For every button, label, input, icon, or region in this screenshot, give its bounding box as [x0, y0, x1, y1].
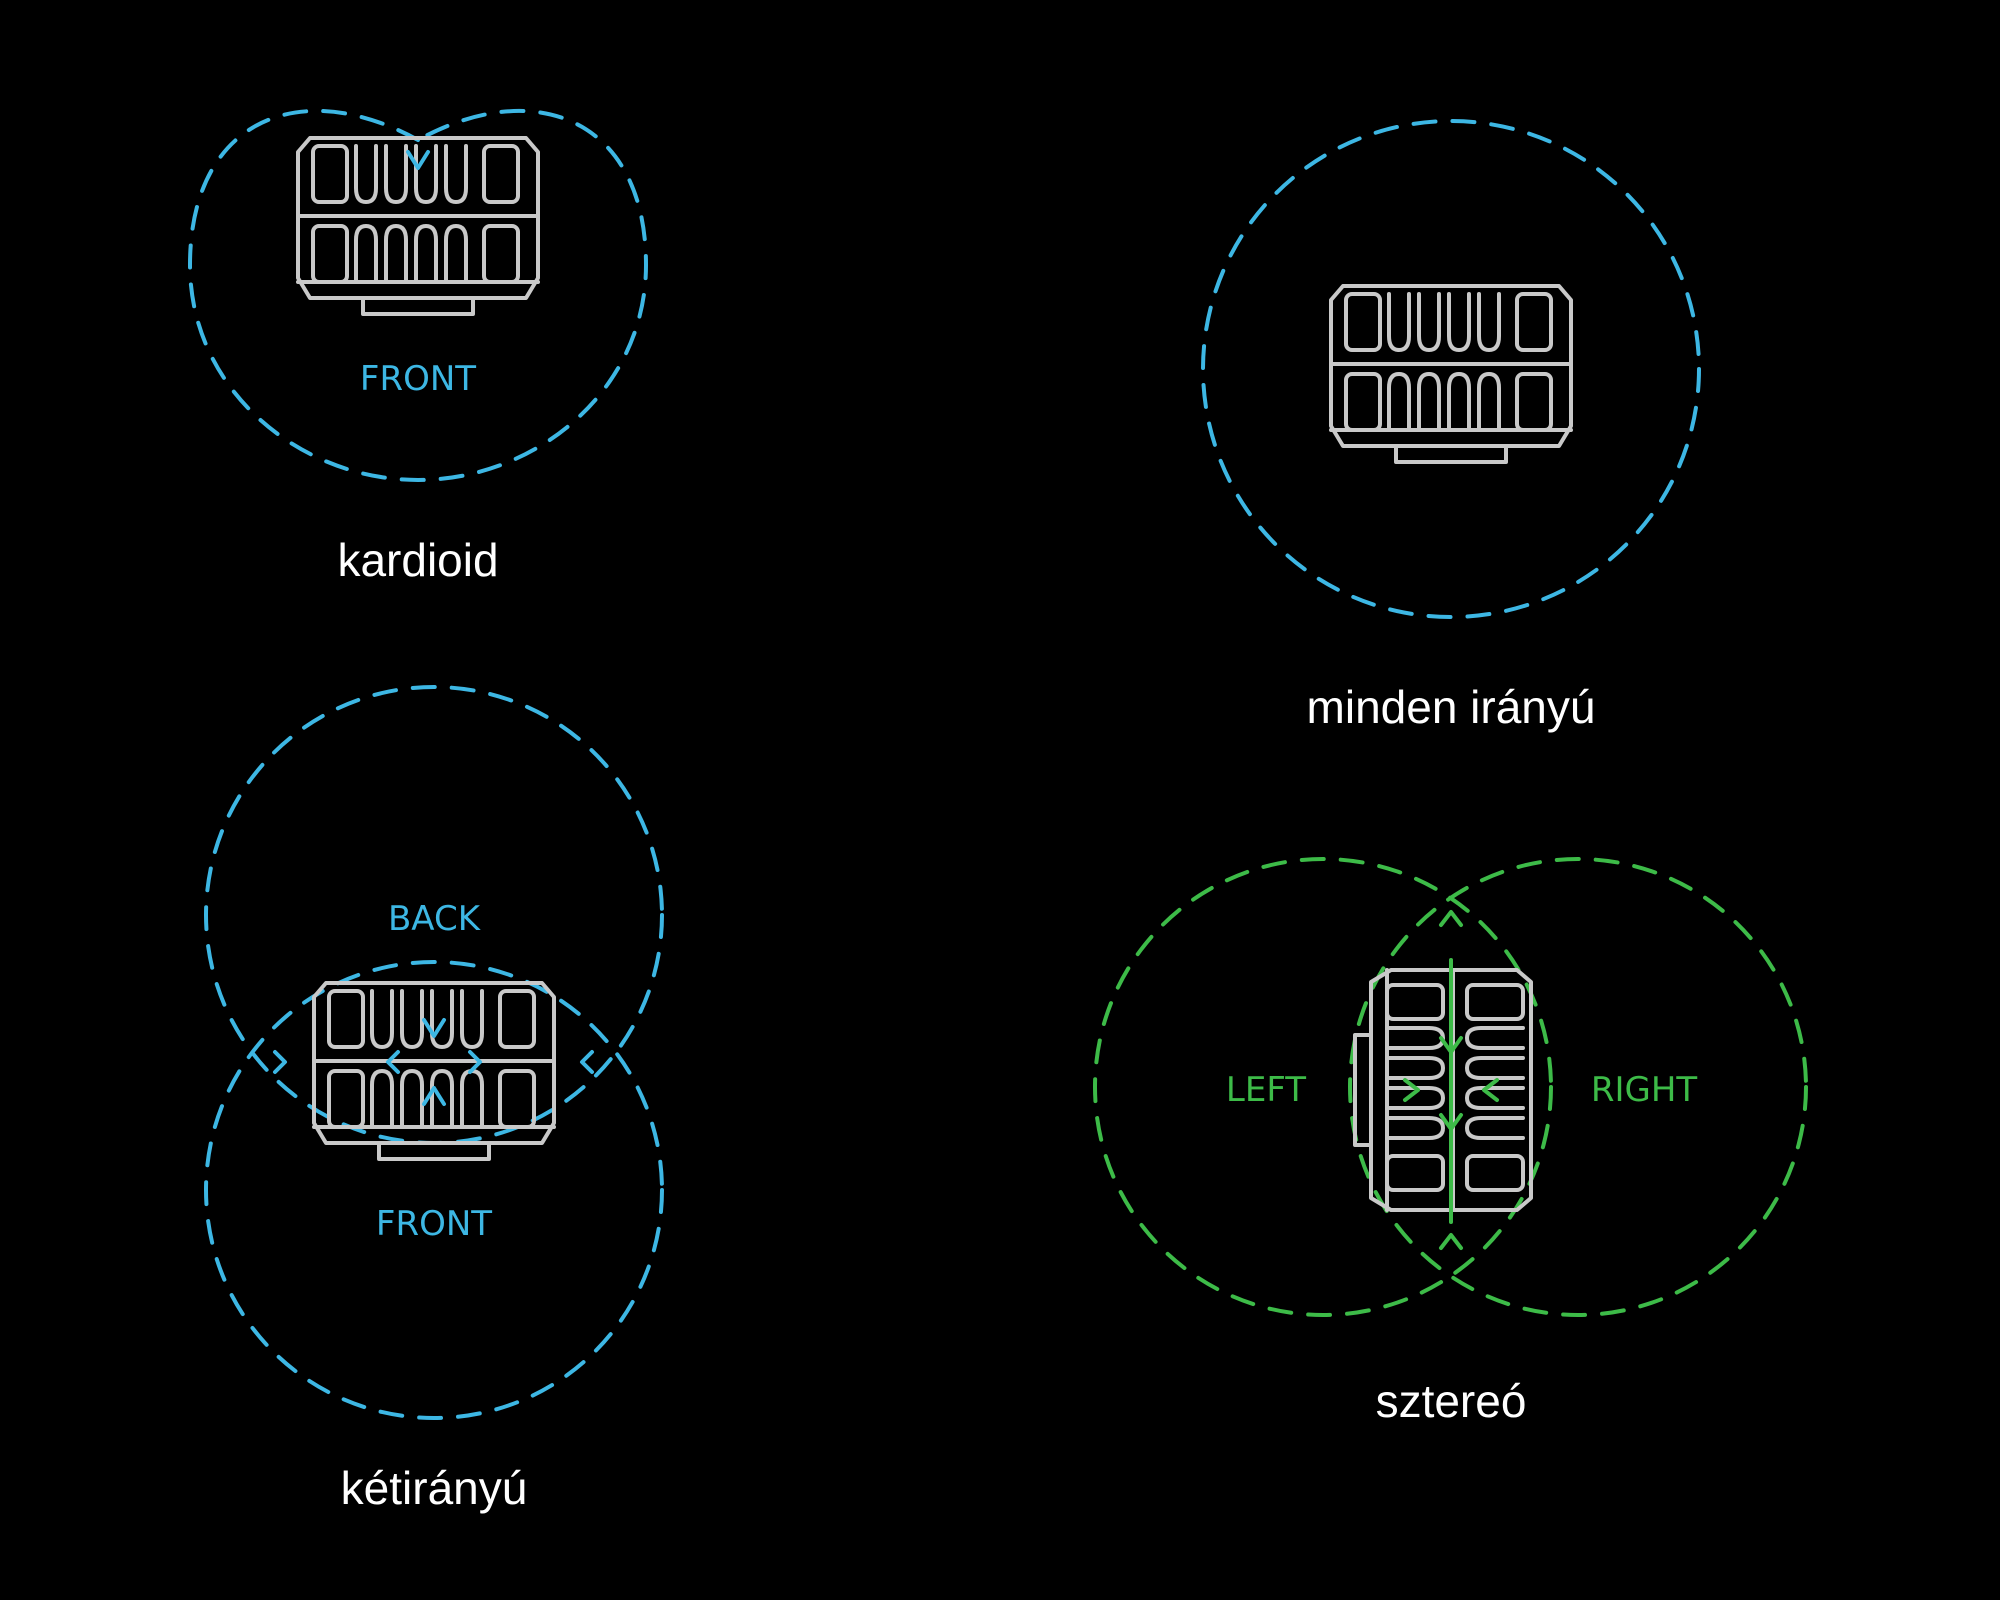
microphone-icon [312, 981, 556, 1161]
label-back: BACK [388, 899, 482, 939]
caption-cardioid: kardioid [337, 534, 498, 586]
arrow-icon [1439, 910, 1463, 927]
microphone-icon [1353, 968, 1533, 1212]
caption-stereo: sztereó [1376, 1375, 1527, 1427]
omni-pattern: minden irányú [1201, 119, 1701, 733]
arrow-icon [422, 1018, 446, 1038]
cardioid-pattern: FRONT kardioid [187, 108, 649, 586]
stereo-pattern: LEFT RIGHT sztereó [1093, 857, 1808, 1427]
cardioid-polar-curve [187, 108, 649, 483]
bidirectional-pattern: BACK FRONT kétirányú [204, 685, 664, 1514]
arrow-icon [1439, 1036, 1463, 1054]
arrow-icon [386, 1050, 400, 1074]
label-front: FRONT [360, 359, 476, 399]
arrow-icon [1439, 1233, 1463, 1250]
arrow-icon [1482, 1078, 1499, 1102]
caption-bidirectional: kétirányú [341, 1462, 528, 1514]
label-front: FRONT [376, 1204, 492, 1244]
arrow-icon [1403, 1078, 1420, 1102]
stereo-right-lobe [1348, 857, 1808, 1317]
arrow-icon [468, 1050, 482, 1074]
arrow-icon [422, 1086, 446, 1106]
arrow-icon [406, 150, 430, 170]
caption-omni: minden irányú [1307, 681, 1596, 733]
omni-polar-circle [1201, 119, 1701, 619]
arrow-icon [1439, 1113, 1463, 1131]
arrow-icon [580, 1050, 594, 1074]
stereo-left-lobe [1093, 857, 1553, 1317]
label-right: RIGHT [1591, 1070, 1698, 1110]
arrow-icon [273, 1050, 287, 1074]
bidirectional-front-lobe [204, 960, 664, 1420]
label-left: LEFT [1226, 1070, 1306, 1110]
microphone-icon [1329, 284, 1573, 464]
